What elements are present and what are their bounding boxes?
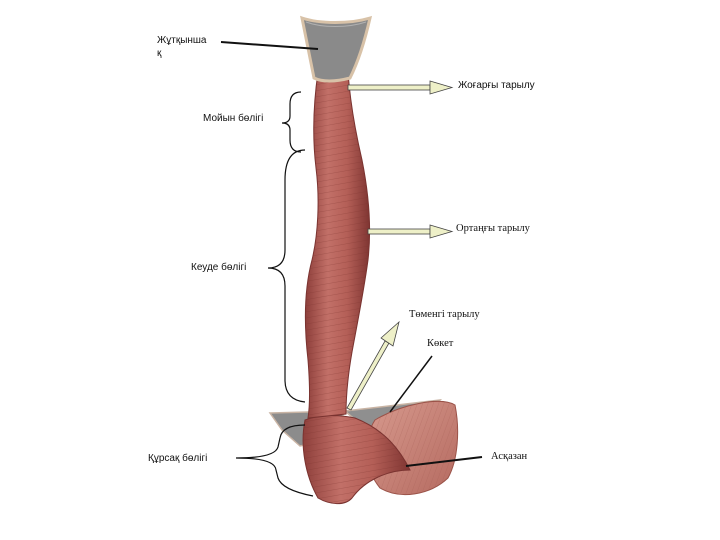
pharynx-cut bbox=[300, 15, 373, 83]
stomach-leader bbox=[405, 456, 483, 467]
label-upper-narrowing: Жоғарғы тарылу bbox=[458, 80, 535, 91]
pharynx-leader bbox=[220, 41, 319, 50]
label-abdominal-part: Құрсақ бөлігі bbox=[148, 453, 208, 464]
label-diaphragm: Көкет bbox=[427, 338, 454, 349]
label-thoracic-part: Кеуде бөлігі bbox=[191, 262, 247, 273]
abdominal-brace bbox=[235, 424, 314, 497]
label-pharynx: Жұтқынша қ bbox=[157, 35, 207, 59]
label-stomach: Асқазан bbox=[491, 451, 528, 462]
upper-narrowing-arrow bbox=[347, 80, 454, 95]
cervical-brace bbox=[281, 91, 302, 153]
label-cervical-part: Мойын бөлігі bbox=[203, 113, 264, 124]
middle-narrowing-arrow bbox=[367, 224, 454, 239]
label-lower-narrowing: Төменгі тарылу bbox=[409, 309, 480, 320]
diaphragm-leader bbox=[389, 355, 433, 413]
lower-narrowing-arrow bbox=[346, 320, 400, 411]
label-middle-narrowing: Ортаңғы тарылу bbox=[456, 223, 530, 234]
thoracic-brace bbox=[267, 149, 306, 403]
